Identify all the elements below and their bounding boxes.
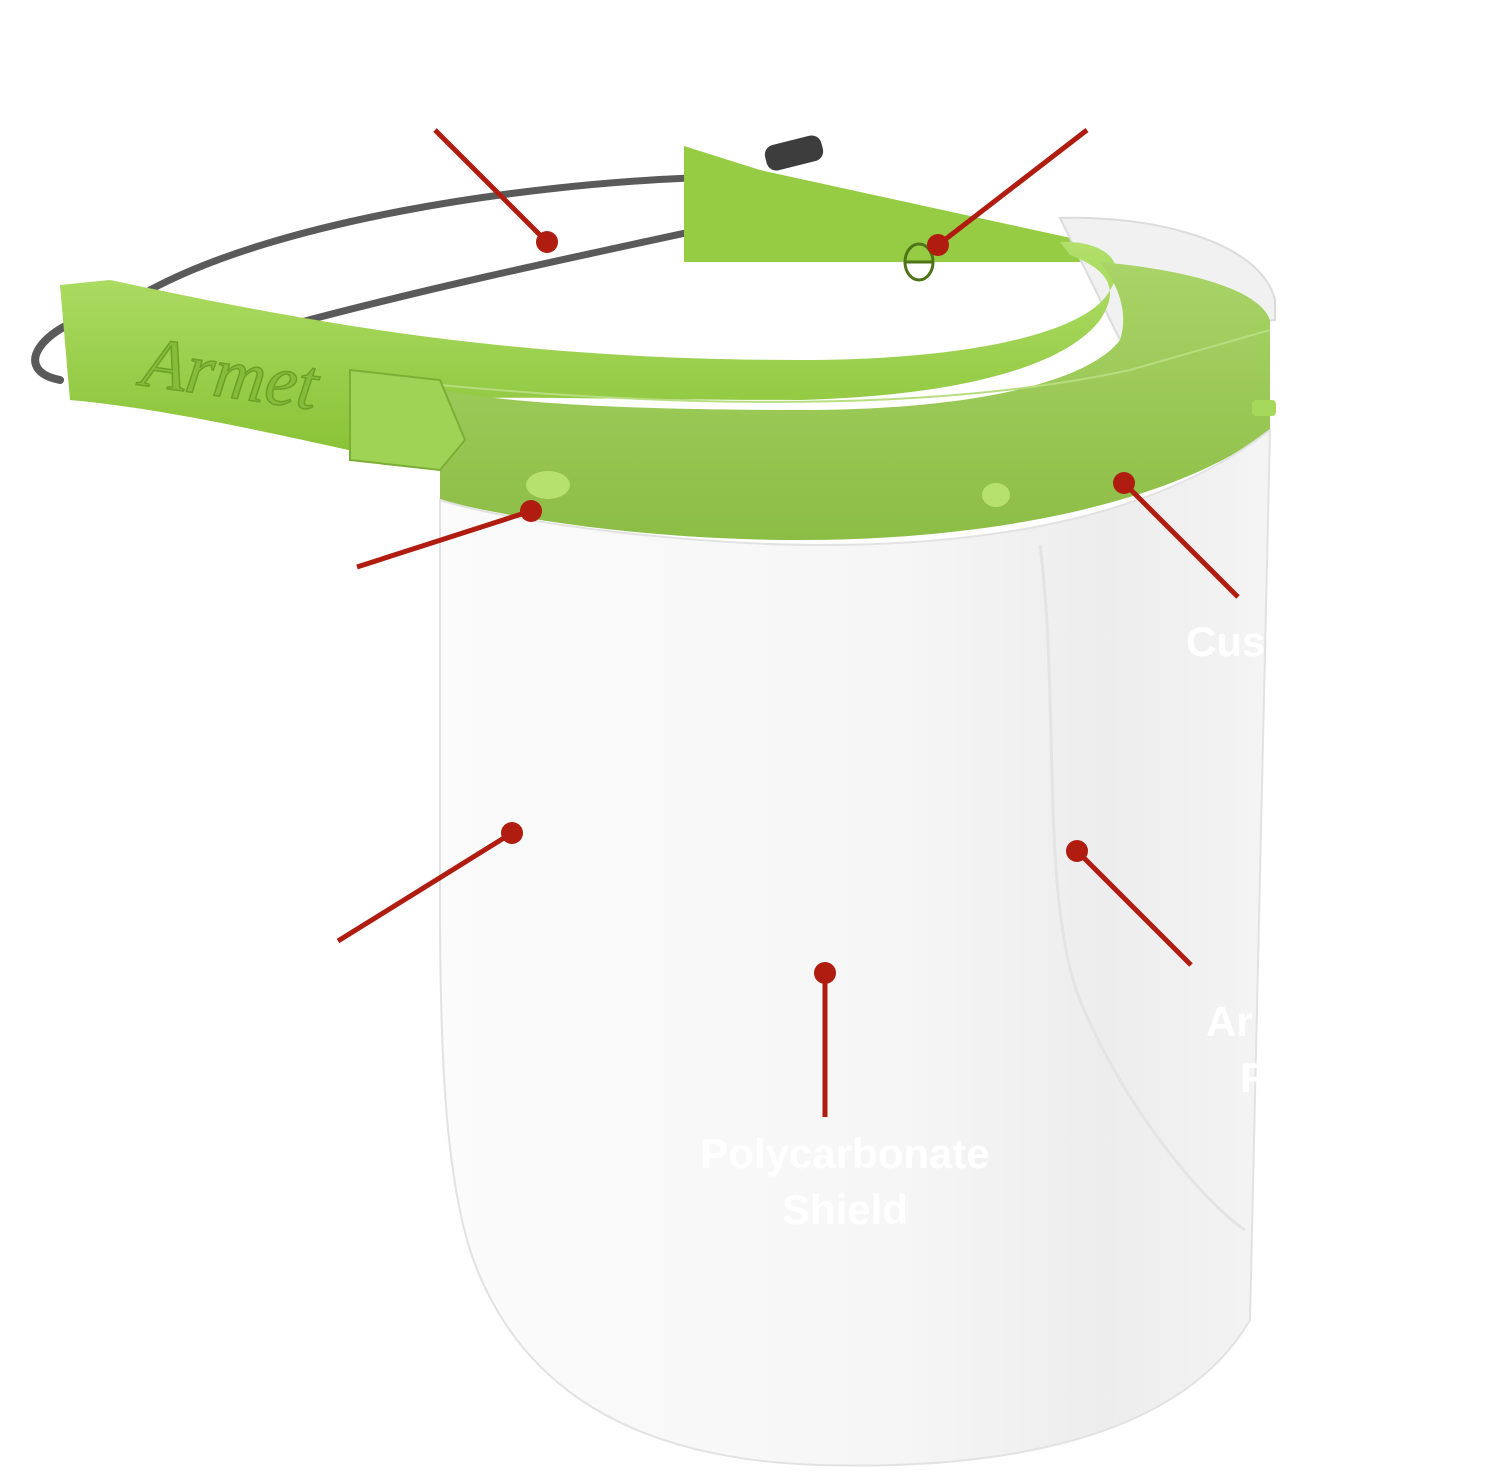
callout-dot	[814, 962, 836, 984]
callout-dots	[501, 231, 1135, 984]
headband: Armet	[60, 241, 1276, 540]
callout-label-cushion: Cus	[1186, 614, 1506, 670]
callout-line-pin	[356, 508, 532, 570]
callout-label-shield: Polycarbonate Shield	[640, 1126, 1050, 1238]
callout-dot	[1113, 472, 1135, 494]
callout-label-antifog: Ar F	[1206, 994, 1506, 1106]
callout-dot	[501, 822, 523, 844]
callout-label-line: F	[1240, 1054, 1266, 1101]
callout-dot	[927, 234, 949, 256]
callout-line-cord	[433, 128, 549, 244]
callout-label-line: Shield	[781, 1186, 909, 1233]
callout-line-cushion	[1122, 481, 1240, 599]
callout-dot	[1066, 840, 1088, 862]
callout-lines	[336, 128, 1240, 1117]
callout-line-antifog	[1075, 849, 1193, 967]
callout-dot	[520, 500, 542, 522]
polycarbonate-shield	[439, 427, 1272, 1467]
callout-label-line: Polycarbonate	[700, 1130, 990, 1177]
callout-line-shield-left	[336, 830, 514, 944]
callout-label-line: Ar	[1206, 998, 1253, 1045]
callout-line-adjuster	[936, 128, 1089, 247]
callout-dot	[536, 231, 558, 253]
callout-label-line: Cus	[1186, 618, 1266, 665]
headband-rear-tab	[684, 146, 1085, 282]
